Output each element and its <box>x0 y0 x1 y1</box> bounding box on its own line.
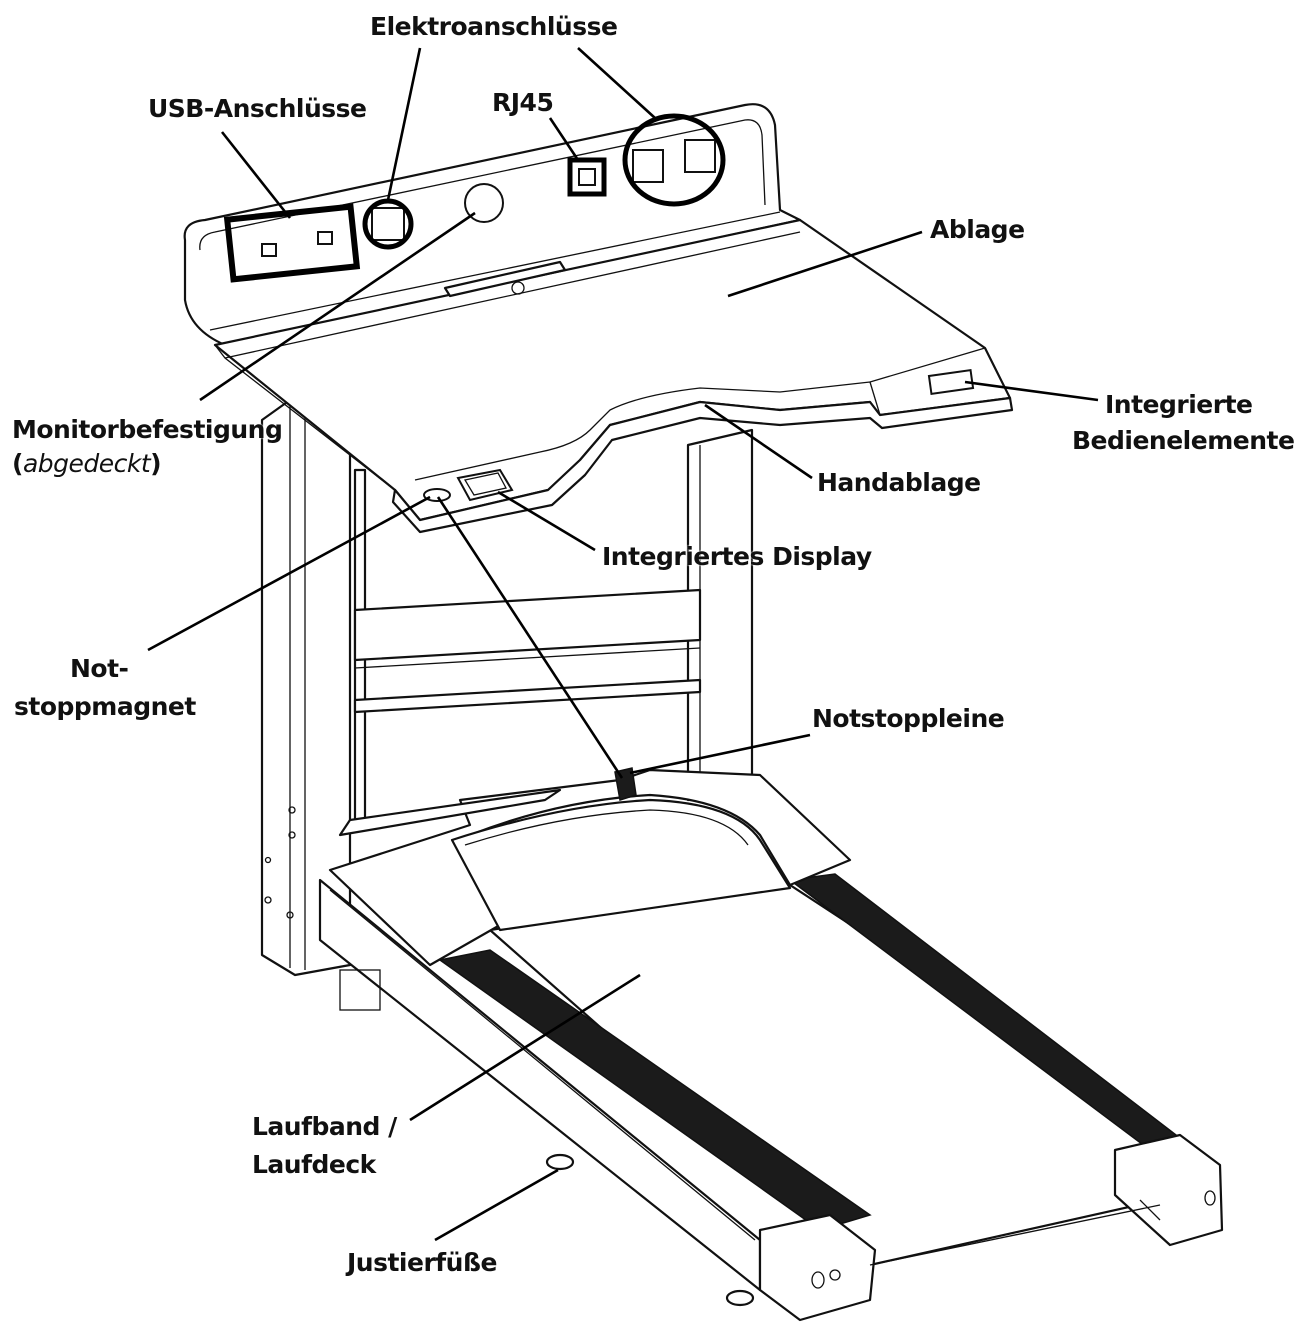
label-elektroanschluesse: Elektroanschlüsse <box>370 12 618 41</box>
desk <box>183 103 1014 534</box>
integrated-controls-panel <box>927 369 975 395</box>
monitor-mount-cover <box>464 183 504 223</box>
label-laufband-line2: Laufdeck <box>252 1150 376 1179</box>
label-notstoppleine: Notstoppleine <box>812 704 1005 733</box>
rj45-port <box>567 157 607 197</box>
leader-lines <box>147 47 1099 1242</box>
crossbars <box>353 588 702 714</box>
label-bedien-line1: Integrierte <box>1105 390 1253 419</box>
label-monitorbefestigung-line1: Monitorbefestigung <box>12 415 283 444</box>
display-and-magnet <box>423 468 514 502</box>
label-monitorbefestigung-line2: (abgedeckt) <box>12 449 162 478</box>
label-rj45: RJ45 <box>492 88 554 117</box>
label-integrierte-bedienelemente: Integrierte <box>1105 388 1253 422</box>
label-notstoppmagnet-line1: Not- <box>70 654 129 683</box>
label-laufband-line1: Laufband / <box>252 1112 397 1141</box>
label-bedien-line2: Bedienelemente <box>1072 426 1295 455</box>
label-usb-anschluesse: USB-Anschlüsse <box>148 94 367 123</box>
label-integriertes-display: Integriertes Display <box>602 542 872 571</box>
front-upright <box>260 398 352 977</box>
power-outlet-left <box>362 198 414 250</box>
label-handablage: Handablage <box>817 468 981 497</box>
rear-uprights <box>353 428 754 832</box>
label-ablage: Ablage <box>930 215 1025 244</box>
label-justierfuesse: Justierfüße <box>347 1248 497 1277</box>
usb-ports <box>223 203 361 283</box>
label-monitorbefestigung: Monitorbefestigung (abgedeckt) <box>12 413 283 481</box>
power-outlets-right <box>622 113 726 207</box>
treadmill-base <box>318 768 1224 1322</box>
label-notstoppmagnet-line2: stoppmagnet <box>14 692 196 721</box>
